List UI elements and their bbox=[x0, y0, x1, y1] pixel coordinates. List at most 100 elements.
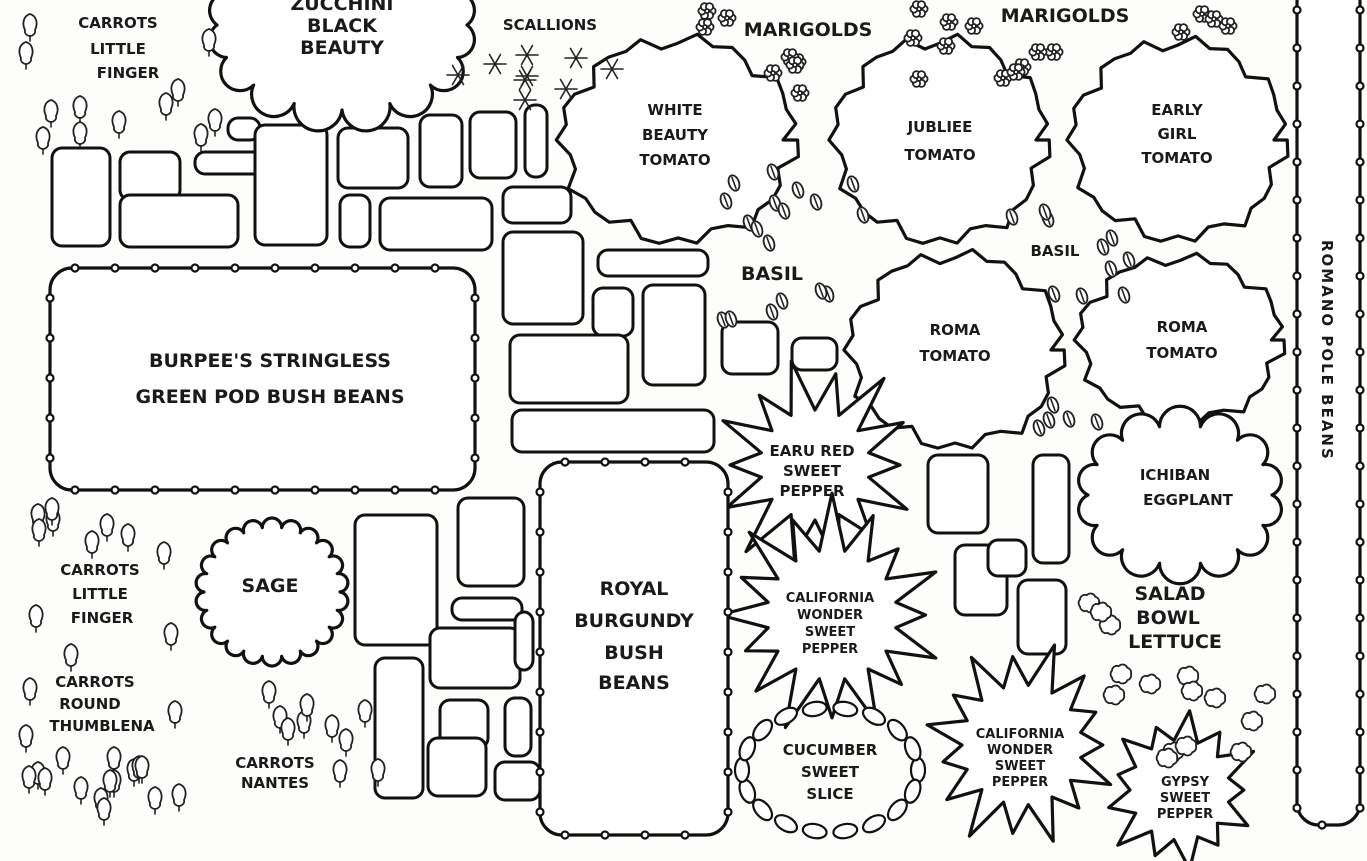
lettuce-head bbox=[1109, 663, 1133, 685]
bean-plant bbox=[1292, 309, 1302, 319]
stepping-stone bbox=[450, 596, 524, 622]
carrot-icon bbox=[28, 604, 44, 633]
carrot-icon bbox=[261, 680, 277, 709]
bean-plant bbox=[470, 373, 480, 383]
cucumber-plant bbox=[903, 736, 922, 762]
bean-plant bbox=[70, 263, 80, 273]
leaf-vein bbox=[1046, 413, 1052, 427]
carrot-icon bbox=[22, 677, 38, 706]
bean-plant bbox=[190, 485, 200, 495]
carrot-icon bbox=[324, 714, 340, 743]
carrot-icon bbox=[170, 78, 186, 107]
stepping-stone bbox=[503, 696, 533, 758]
stepping-stone bbox=[720, 320, 780, 376]
bean-plant bbox=[270, 485, 280, 495]
sprout-icon bbox=[483, 53, 507, 75]
stepping-stone bbox=[1016, 578, 1068, 656]
flower-center bbox=[1013, 69, 1019, 75]
leaf-vein bbox=[781, 204, 787, 218]
sprout-leaf bbox=[457, 64, 465, 76]
carrot-icon bbox=[338, 728, 354, 757]
bean-plant bbox=[1355, 613, 1365, 623]
lettuce-icon bbox=[1109, 663, 1133, 685]
bean-plant bbox=[430, 485, 440, 495]
bean-plant bbox=[640, 830, 650, 840]
carrot-top bbox=[167, 700, 183, 724]
leaf-vein bbox=[769, 305, 775, 319]
carrot-top bbox=[261, 680, 277, 704]
carrot-top bbox=[37, 767, 53, 791]
flower-icon bbox=[909, 0, 929, 18]
bean-plant bbox=[230, 485, 240, 495]
label-basil-1: BASIL bbox=[741, 263, 803, 285]
flower-icon bbox=[964, 17, 984, 35]
carrot-top bbox=[158, 92, 174, 116]
carrot-icon bbox=[63, 643, 79, 672]
carrot-icon bbox=[299, 693, 315, 722]
carrot-top bbox=[43, 99, 59, 123]
stepping-stone bbox=[418, 113, 464, 189]
white-beauty-tomato bbox=[554, 32, 800, 245]
bean-plant bbox=[1355, 385, 1365, 395]
flower-icon bbox=[1044, 43, 1064, 61]
carrot-top bbox=[324, 714, 340, 738]
carrot-top bbox=[106, 746, 122, 770]
early-red-pepper bbox=[721, 359, 909, 571]
flower-icon bbox=[695, 18, 715, 36]
flower-icon bbox=[763, 64, 783, 82]
leaf-icon bbox=[1046, 396, 1060, 414]
lettuce-icon bbox=[1102, 684, 1126, 706]
carrot-top bbox=[357, 699, 373, 723]
carrot-icon bbox=[201, 28, 217, 57]
sprout-leaf bbox=[565, 78, 573, 90]
flower-center bbox=[1211, 16, 1217, 22]
carrot-top bbox=[193, 123, 209, 147]
bean-plant bbox=[1355, 43, 1365, 53]
stepping-stone bbox=[426, 736, 488, 798]
flower-icon bbox=[697, 2, 717, 20]
bean-plant bbox=[1292, 499, 1302, 509]
bean-plant bbox=[1292, 575, 1302, 585]
carrot-top bbox=[299, 693, 315, 717]
bean-plant bbox=[723, 727, 733, 737]
bean-plant bbox=[230, 263, 240, 273]
bean-plant bbox=[1292, 81, 1302, 91]
bean-plant bbox=[1292, 385, 1302, 395]
leaf-icon bbox=[1062, 410, 1076, 428]
sprout-leaf bbox=[524, 99, 532, 111]
flower-icon bbox=[939, 13, 959, 31]
sprout-leaf bbox=[526, 54, 534, 66]
bean-plant bbox=[45, 413, 55, 423]
sprout-leaf bbox=[611, 58, 619, 70]
bean-plant bbox=[1355, 575, 1365, 585]
stepping-stone bbox=[336, 126, 410, 190]
bean-plant bbox=[1355, 119, 1365, 129]
cucumber-plant bbox=[861, 706, 887, 726]
leaf-vein bbox=[779, 294, 785, 308]
sage-bed bbox=[194, 516, 350, 668]
flower-center bbox=[1199, 11, 1205, 17]
carrot-icon bbox=[72, 95, 88, 124]
bean-plant bbox=[535, 807, 545, 817]
carrot-icon bbox=[280, 717, 296, 746]
carrot-icon bbox=[96, 797, 112, 826]
sprout-leaf bbox=[559, 88, 567, 100]
carrot-icon bbox=[207, 108, 223, 137]
sprout-leaf bbox=[526, 44, 534, 56]
carrot-icon bbox=[43, 99, 59, 128]
bean-plant bbox=[1292, 5, 1302, 15]
bean-plant bbox=[1355, 765, 1365, 775]
stepping-stone bbox=[501, 230, 585, 326]
bean-plant bbox=[1355, 461, 1365, 471]
stepping-stone bbox=[501, 185, 573, 225]
leaf-vein bbox=[860, 208, 866, 222]
bean-plant bbox=[1355, 689, 1365, 699]
leaf-vein bbox=[754, 222, 760, 236]
leaf-icon bbox=[1075, 287, 1089, 305]
